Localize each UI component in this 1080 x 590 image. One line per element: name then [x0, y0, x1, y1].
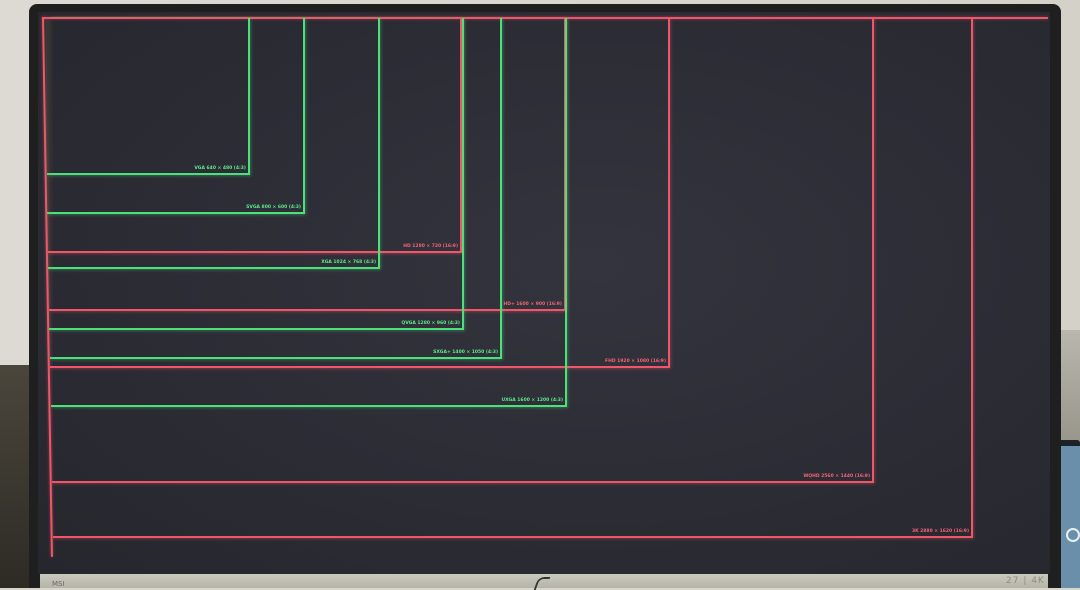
monitor-brand: MSI	[52, 580, 65, 588]
monitor-screen: VGA 640 × 480 (4:3) SVGA 800 × 600 (4:3) H…	[38, 12, 1050, 574]
resolution-outline	[49, 18, 670, 368]
resolution-label: XGA 1024 × 768 (4:3)	[321, 260, 376, 265]
resolution-label: SXGA+ 1400 × 1050 (4:3)	[433, 350, 498, 355]
monitor-bottom-bezel	[40, 574, 1048, 588]
resolution-label: HD 1280 × 720 (16:9)	[403, 244, 458, 249]
resolution-label: UXGA 1600 × 1200 (4:3)	[501, 398, 563, 403]
resolution-outline	[47, 18, 305, 214]
monitor-model: 27 | 4K	[1006, 576, 1045, 586]
resolution-label: 3K 2880 × 1620 (16:9)	[911, 529, 969, 534]
resolution-outline	[48, 18, 380, 269]
resolution-label: FHD 1920 × 1080 (16:9)	[605, 359, 666, 364]
second-device	[1058, 440, 1080, 588]
resolution-outline	[50, 18, 567, 407]
resolution-label: VGA 640 × 480 (4:3)	[194, 166, 246, 171]
resolution-label: SVGA 800 × 600 (4:3)	[246, 205, 301, 210]
resolution-outline	[51, 18, 874, 483]
resolution-outline	[48, 18, 462, 253]
resolution-outline	[49, 18, 464, 330]
resolution-label: WQHD 2560 × 1440 (16:9)	[803, 474, 870, 479]
resolution-label: QVGA 1280 × 960 (4:3)	[401, 321, 460, 326]
screen-top-edge-line	[42, 17, 1048, 19]
resolution-outline	[49, 18, 502, 359]
second-device-screen	[1061, 446, 1080, 588]
resolution-outline	[52, 18, 973, 538]
resolution-outline	[46, 18, 250, 175]
settings-icon	[1066, 528, 1080, 542]
resolution-label: HD+ 1600 × 900 (16:9)	[503, 302, 562, 307]
